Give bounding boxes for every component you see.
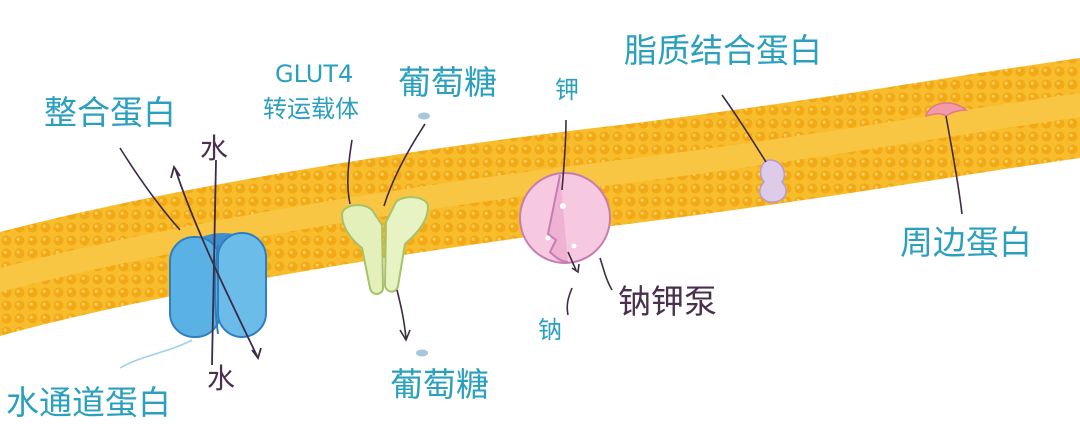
label-sodium: 钠 (538, 316, 562, 344)
label-lipid-binding-protein: 脂质结合蛋白 (624, 31, 822, 70)
glucose-molecule-top (418, 112, 430, 120)
label-water-bottom: 水 (207, 362, 236, 395)
label-glucose-top: 葡萄糖 (398, 63, 497, 102)
label-glut4: GLUT4 (275, 60, 354, 88)
label-transporter: 转运载体 (263, 95, 359, 123)
na-k-pump (519, 172, 611, 264)
label-integral-protein: 整合蛋白 (44, 93, 176, 132)
water-arrows (170, 159, 262, 366)
label-potassium: 钾 (555, 76, 579, 104)
glucose-molecule-bottom (416, 349, 428, 357)
label-na-k-pump: 钠钾泵 (618, 282, 717, 321)
peripheral-protein-shape (924, 102, 969, 118)
label-glucose-bottom: 葡萄糖 (390, 365, 489, 404)
label-water-top: 水 (200, 132, 229, 165)
aquaporin-protein (169, 232, 267, 338)
outer-leaflet (0, 58, 1080, 272)
label-aquaporin: 水通道蛋白 (6, 383, 171, 422)
glut4-transporter (340, 196, 430, 295)
lipid-binding-protein-shape (759, 159, 787, 203)
label-peripheral-protein: 周边蛋白 (900, 223, 1032, 262)
